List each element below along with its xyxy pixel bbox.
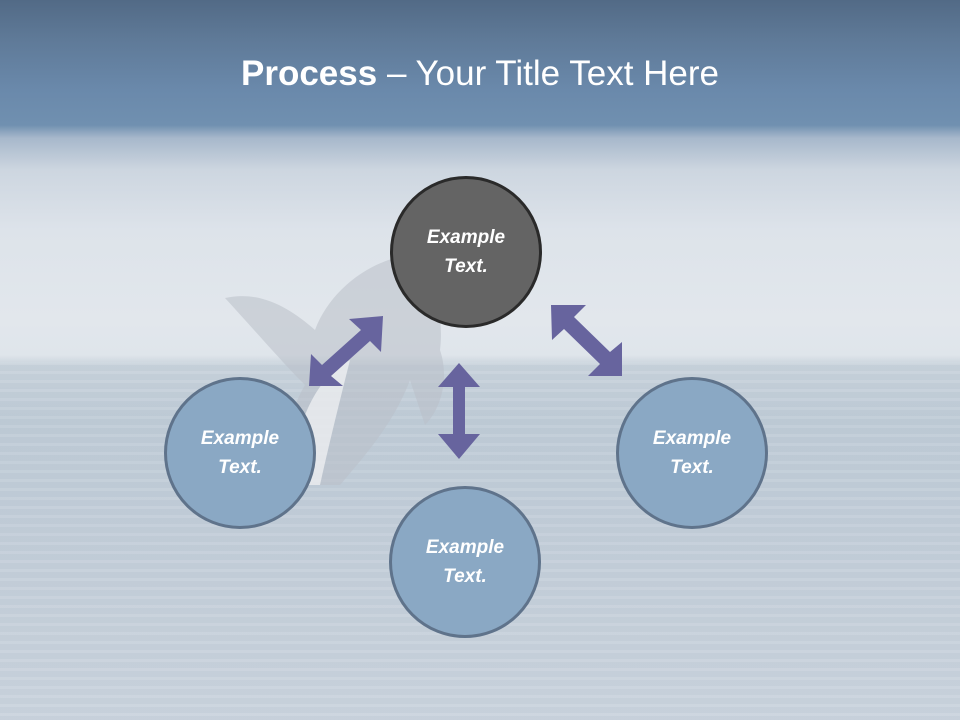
node-label-line2: Text. — [444, 256, 488, 277]
node-label-line2: Text. — [670, 457, 714, 478]
double-arrow-top-left-icon — [309, 316, 383, 386]
double-arrow-top-right-icon — [551, 305, 622, 376]
node-label-line1: Example — [200, 428, 280, 449]
node-label-line1: Example — [652, 428, 732, 449]
node-label-line1: Example — [425, 537, 505, 558]
process-node-left[interactable]: Example Text. — [164, 377, 316, 529]
process-node-bottom[interactable]: Example Text. — [389, 486, 541, 638]
process-node-top[interactable]: Example Text. — [390, 176, 542, 328]
node-label-line1: Example — [426, 227, 506, 248]
title-rest: – Your Title Text Here — [377, 54, 719, 93]
node-label-line2: Text. — [443, 566, 487, 587]
node-label-line2: Text. — [218, 457, 262, 478]
process-node-right[interactable]: Example Text. — [616, 377, 768, 529]
double-arrow-vertical-icon — [438, 363, 480, 459]
title-bold: Process — [241, 54, 378, 93]
slide-title: Process – Your Title Text Here — [0, 50, 960, 98]
